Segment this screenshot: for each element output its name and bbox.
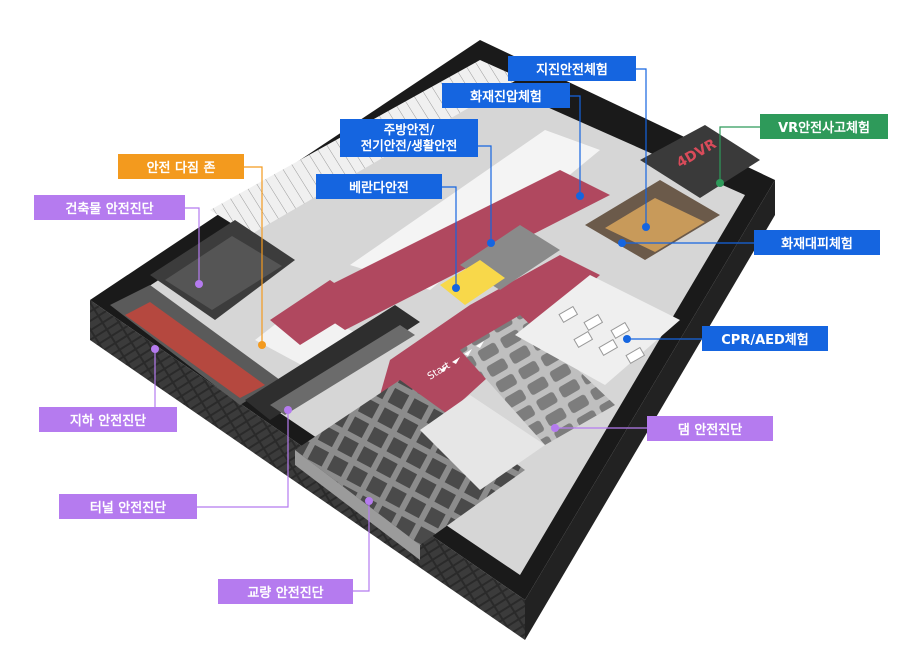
label-pledge-text: 안전 다짐 존	[146, 161, 216, 176]
label-kitchen-line-2: 전기안전/생활안전	[360, 138, 458, 153]
leader-earthquake	[636, 68, 647, 227]
leader-fire-suppression	[570, 95, 581, 196]
leader-pledge	[244, 166, 263, 345]
label-kitchen-electric-life: 주방안전/ 전기안전/생활안전	[340, 119, 478, 157]
tunnel-road	[270, 325, 415, 415]
label-veranda-text: 베란다안전	[349, 181, 409, 196]
dot-underground	[151, 345, 159, 353]
cpr-mats	[558, 305, 646, 365]
leader-dots	[151, 179, 724, 505]
vr-room	[640, 125, 760, 198]
label-tunnel-text: 터널 안전진단	[89, 501, 167, 516]
red-corridor-main	[300, 170, 610, 330]
dot-cpr	[623, 335, 631, 343]
label-tunnel-diagnosis: 터널 안전진단	[59, 494, 197, 519]
corridor-arrows	[440, 341, 484, 372]
label-vr-text: VR안전사고체험	[778, 121, 870, 136]
leader-bridge	[353, 501, 370, 592]
dot-kitchen	[487, 239, 495, 247]
dot-building	[195, 280, 203, 288]
bridge-grid	[295, 380, 525, 545]
label-building-text: 건축물 안전진단	[65, 202, 154, 217]
dot-vr	[716, 179, 724, 187]
outer-wall-front-right	[525, 180, 775, 640]
dot-fire-evacuation	[618, 239, 626, 247]
dot-veranda	[452, 284, 460, 292]
label-cpr-aed: CPR/AED체험	[702, 326, 828, 351]
label-kitchen-line-1: 주방안전/	[383, 122, 435, 137]
dot-bridge	[365, 497, 373, 505]
leader-lines	[154, 68, 760, 592]
building-room-floor	[165, 236, 282, 310]
label-earthquake: 지진안전체험	[508, 56, 636, 81]
label-underground-diagnosis: 지하 안전진단	[39, 407, 177, 432]
bridge-base	[295, 450, 420, 560]
label-cpr-text: CPR/AED체험	[721, 333, 809, 348]
label-building-diagnosis: 건축물 안전진단	[34, 195, 185, 220]
underground-track	[125, 302, 265, 398]
fire-room-floor	[605, 198, 705, 252]
leader-vr	[719, 126, 760, 183]
leader-tunnel	[197, 410, 289, 508]
dot-pledge	[258, 341, 266, 349]
label-vr-accident: VR안전사고체험	[760, 114, 888, 139]
dot-fire-suppression	[576, 192, 584, 200]
label-bridge-text: 교량 안전진단	[247, 586, 324, 601]
label-fire-evacuation: 화재대피체험	[754, 230, 880, 255]
label-bridge-diagnosis: 교량 안전진단	[218, 579, 353, 604]
label-dam-diagnosis: 댐 안전진단	[647, 416, 773, 441]
label-dam-text: 댐 안전진단	[677, 423, 743, 438]
cpr-room	[515, 275, 680, 385]
label-earthquake-text: 지진안전체험	[536, 63, 608, 78]
leader-kitchen	[478, 145, 492, 243]
leader-veranda	[442, 186, 457, 288]
label-fire-suppression: 화재진압체험	[442, 83, 570, 108]
label-veranda: 베란다안전	[316, 174, 442, 199]
tunnel-block	[245, 305, 420, 420]
dot-tunnel	[284, 406, 292, 414]
label-fire-evacuation-text: 화재대피체험	[781, 237, 853, 252]
dam-floor	[420, 395, 545, 490]
veranda-room	[440, 260, 505, 305]
label-underground-text: 지하 안전진단	[69, 414, 147, 429]
label-safety-pledge: 안전 다짐 존	[118, 154, 244, 179]
leader-building	[185, 207, 200, 284]
dot-earthquake	[642, 223, 650, 231]
dot-dam	[551, 424, 559, 432]
dam-seating	[460, 315, 615, 445]
label-fire-suppression-text: 화재진압체험	[470, 90, 542, 105]
red-corridor-west	[270, 280, 365, 345]
